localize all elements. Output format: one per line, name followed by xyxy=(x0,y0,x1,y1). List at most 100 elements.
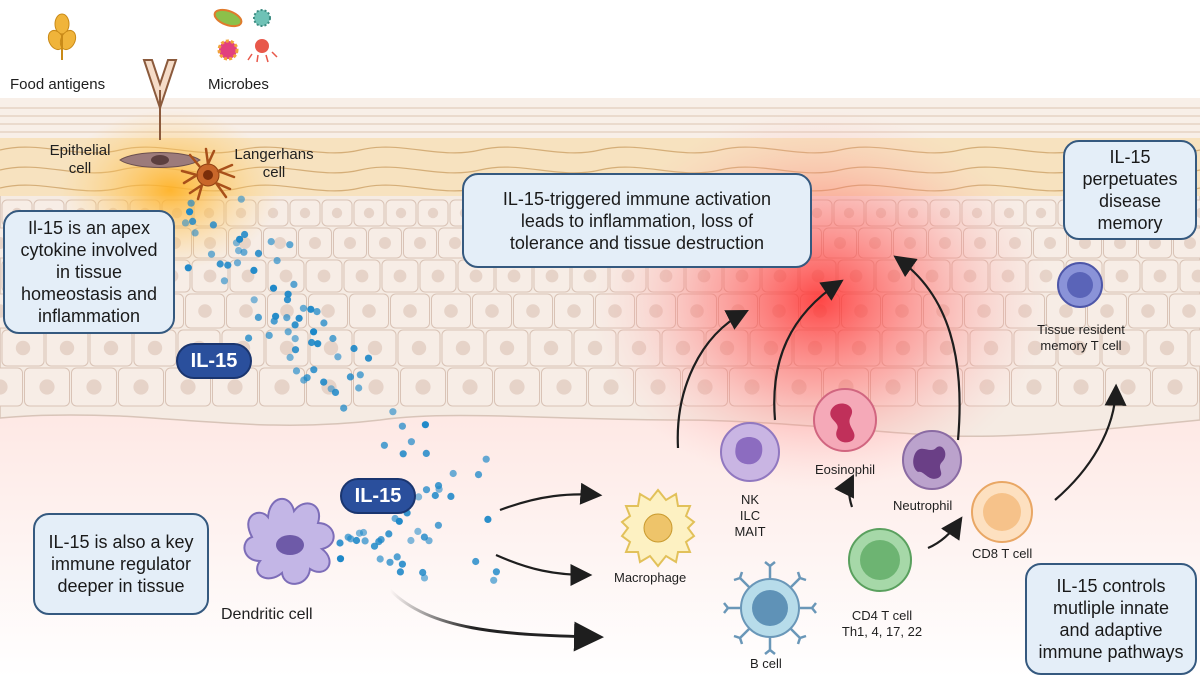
langerhans-cell-label-line2: cell xyxy=(262,164,286,181)
langerhans-cell-label-line1: Langerhans xyxy=(234,146,314,163)
il15-dot xyxy=(254,249,263,257)
epidermal-cell-nucleus xyxy=(39,379,55,395)
cd8-t-cell-icon xyxy=(971,481,1033,543)
il15-dot xyxy=(331,388,340,396)
il15-dot xyxy=(209,221,217,229)
epidermal-cell-nucleus xyxy=(543,340,559,356)
epidermal-cell-nucleus xyxy=(455,340,471,356)
il15-arrows xyxy=(388,482,604,652)
il15-dot xyxy=(292,367,301,375)
epidermal-cell-nucleus xyxy=(363,207,375,219)
il15-dot xyxy=(336,539,344,547)
epidermal-cell-nucleus xyxy=(368,379,384,395)
microbes-icon xyxy=(213,8,278,63)
epidermal-cell-nucleus xyxy=(241,269,255,283)
epidermal-cell-nucleus xyxy=(59,340,75,356)
immune-pathways-box: IL-15 controls mutliple innate and adapt… xyxy=(1025,563,1197,675)
epidermal-cell-nucleus xyxy=(198,304,212,318)
nk-cell-icon xyxy=(720,422,780,482)
epidermal-cell-nucleus xyxy=(379,237,391,249)
il15-dot xyxy=(482,455,490,463)
il15-dot xyxy=(370,542,379,550)
epidermal-cell-nucleus xyxy=(507,269,521,283)
il15-dot xyxy=(254,313,262,321)
il15-dot xyxy=(267,238,275,246)
macrophage-label: Macrophage xyxy=(614,570,687,585)
epidermal-cell-nucleus xyxy=(1026,379,1042,395)
epidermal-cell-nucleus xyxy=(556,379,572,395)
epidermal-cell-nucleus xyxy=(331,207,343,219)
epidermal-cell-nucleus xyxy=(344,237,356,249)
eosinophil-icon xyxy=(813,388,877,452)
epidermal-cell-nucleus xyxy=(411,340,427,356)
il15-dot xyxy=(236,235,244,243)
apex-line-4: homeostasis and xyxy=(20,284,158,304)
regulator-line-1: IL-15 is also a key xyxy=(48,532,194,552)
il15-pill-upper: IL-15 xyxy=(176,343,252,379)
il15-dot xyxy=(474,471,483,479)
epidermal-cell-nucleus xyxy=(414,237,426,249)
il15-dot xyxy=(398,422,406,430)
epidermal-cell-nucleus xyxy=(274,379,290,395)
epidermal-cell-nucleus xyxy=(15,340,31,356)
il15-dot xyxy=(310,328,318,336)
il15-dot xyxy=(286,241,294,249)
il15-dot xyxy=(308,338,316,347)
epidermal-cell-nucleus xyxy=(279,340,295,356)
activation-line-1: IL-15-triggered immune activation xyxy=(502,188,772,209)
activation-line-3: tolerance and tissue destruction xyxy=(509,232,765,253)
apex-line-5: inflammation xyxy=(37,306,141,326)
il15-dot xyxy=(265,331,273,339)
epidermal-cell-nucleus xyxy=(274,237,286,249)
il15-dot xyxy=(422,486,431,494)
epidermal-cell-nucleus xyxy=(1073,379,1089,395)
epidermal-cell-nucleus xyxy=(147,340,163,356)
epidermal-cell-nucleus xyxy=(444,304,458,318)
il15-dot xyxy=(186,208,194,216)
il15-dot xyxy=(398,560,406,568)
epidermal-cell-nucleus xyxy=(1114,237,1126,249)
epidermal-cell-nucleus xyxy=(545,269,559,283)
il15-dot xyxy=(241,230,249,239)
epidermal-cell-nucleus xyxy=(1115,340,1131,356)
il15-dot xyxy=(359,528,368,537)
epidermal-cell-nucleus xyxy=(1167,379,1183,395)
immune-regulator-box: IL-15 is also a key immune regulator dee… xyxy=(33,513,209,615)
il15-dot xyxy=(250,296,258,304)
il15-dot xyxy=(283,296,292,304)
il15-dot xyxy=(380,441,388,449)
il15-dot xyxy=(449,469,457,478)
neutrophil-icon xyxy=(902,430,962,490)
epidermal-cell-nucleus xyxy=(499,340,515,356)
epidermal-cell-nucleus xyxy=(462,379,478,395)
il15-dot xyxy=(447,492,455,500)
il15-dot xyxy=(284,328,292,336)
cd4-t-cell-label-line2: Th1, 4, 17, 22 xyxy=(841,624,923,639)
nk-label: NK xyxy=(740,492,760,507)
il15-dot xyxy=(431,491,439,500)
epidermal-cell-nucleus xyxy=(395,207,407,219)
il15-dot xyxy=(291,335,299,343)
epidermal-cell-nucleus xyxy=(485,304,499,318)
epidermal-cell-nucleus xyxy=(1044,237,1056,249)
regulator-line-2: immune regulator xyxy=(50,554,192,574)
epidermal-cell-nucleus xyxy=(203,269,217,283)
il15-dot xyxy=(313,308,321,316)
controls-line-1: IL-15 controls xyxy=(1056,576,1166,596)
epidermal-cell-nucleus xyxy=(1079,237,1091,249)
il15-dot xyxy=(283,314,291,322)
epidermal-cell-nucleus xyxy=(355,269,369,283)
il15-dot xyxy=(187,199,195,207)
dendritic-cell-label: Dendritic cell xyxy=(221,606,313,623)
il15-dot xyxy=(216,260,224,268)
trm-label-line2: memory T cell xyxy=(1040,338,1122,353)
epidermal-cell-nucleus xyxy=(280,304,294,318)
il15-dot xyxy=(320,319,328,327)
il15-dot xyxy=(299,304,307,312)
il15-dot xyxy=(490,576,498,584)
epithelial-cell-label-line1: Epithelial xyxy=(49,142,111,159)
memory-line-3: disease xyxy=(1098,191,1162,211)
memory-line-4: memory xyxy=(1097,213,1163,233)
il15-pill-lower: IL-15 xyxy=(340,478,416,514)
apex-line-2: cytokine involved xyxy=(20,240,158,260)
